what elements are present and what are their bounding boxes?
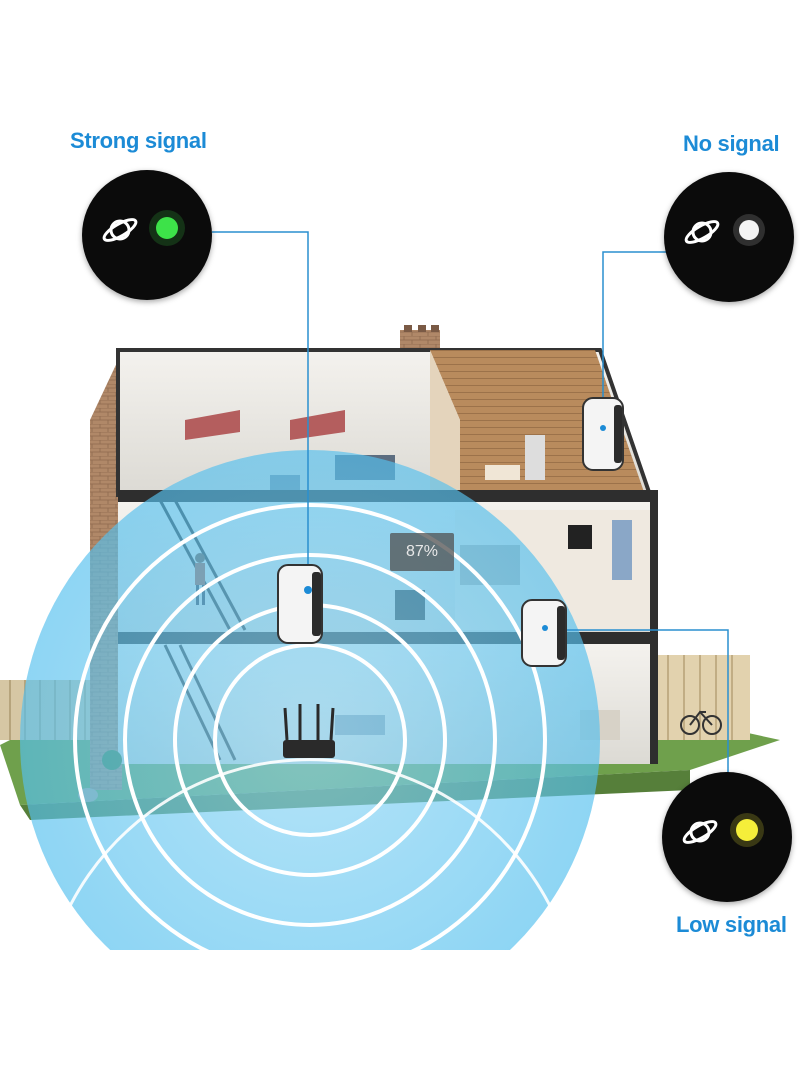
- led-white: [739, 220, 759, 240]
- no-signal-indicator: [664, 172, 794, 302]
- led-yellow: [736, 819, 758, 841]
- low-signal-label: Low signal: [676, 912, 787, 937]
- bicycle: [680, 710, 722, 735]
- signal-percentage-readout: 87%: [390, 533, 454, 571]
- chimney: [400, 325, 440, 352]
- planet-icon: [684, 220, 720, 244]
- planet-icon: [102, 218, 138, 242]
- strong-signal-indicator: [82, 170, 212, 300]
- connector-lines: [212, 231, 729, 790]
- no-signal-label: No signal: [683, 131, 780, 156]
- router: [283, 704, 335, 758]
- wifi-extender-middle: [277, 564, 323, 644]
- led-green: [156, 217, 178, 239]
- wifi-extender-top: [582, 397, 624, 471]
- planet-icon: [682, 820, 718, 844]
- low-signal-indicator: [662, 772, 792, 902]
- strong-signal-label: Strong signal: [70, 128, 207, 153]
- wifi-extender-right: [521, 599, 567, 667]
